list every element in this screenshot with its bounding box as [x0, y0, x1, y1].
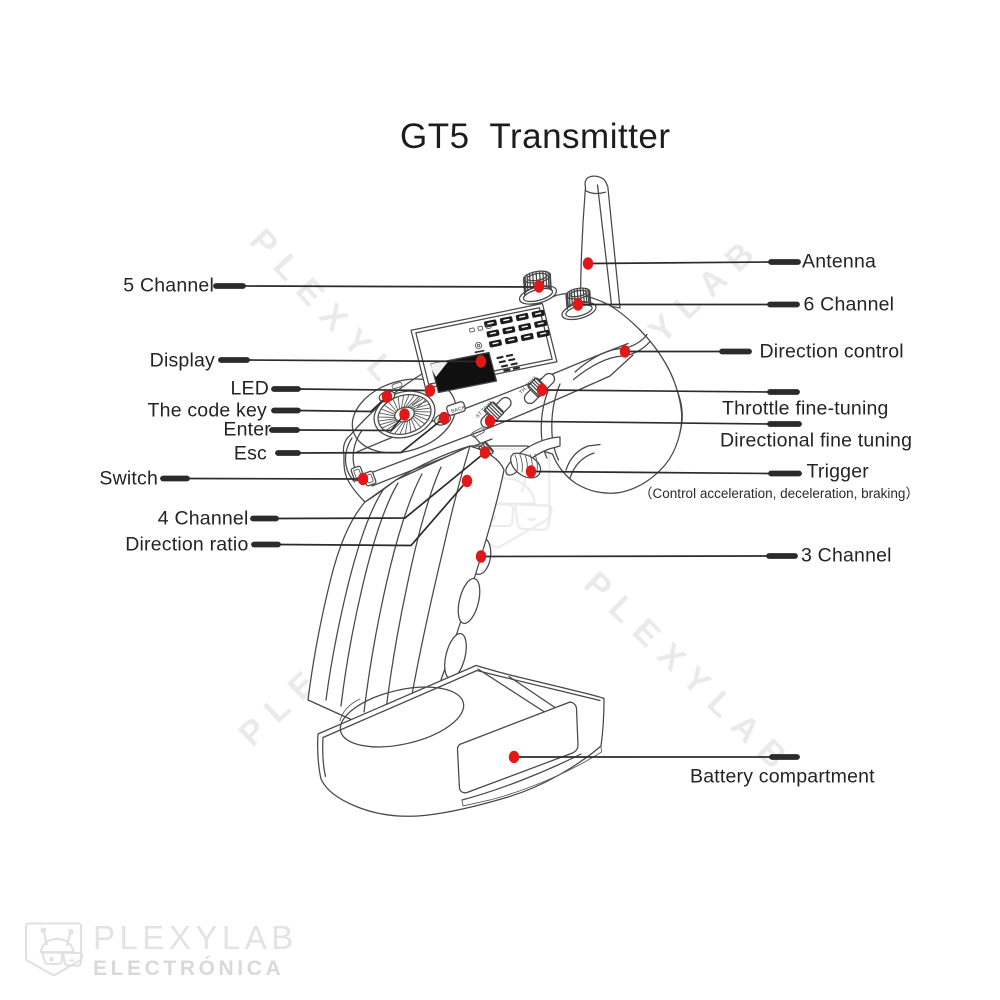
leader-line-esc — [297, 417, 445, 454]
dot-enter — [399, 408, 410, 421]
label-antenna: Antenna — [802, 250, 877, 273]
dot-display — [475, 355, 487, 368]
leader-line-3-channel — [480, 555, 770, 558]
leader-line-antenna — [587, 261, 772, 265]
leader-line-display — [246, 359, 482, 363]
label-3-channel: 3 Channel — [801, 544, 892, 567]
dot-6-channel — [572, 298, 584, 311]
label-throttle-fine-tuning: Throttle fine-tuning — [722, 397, 889, 419]
dot-3-channel — [475, 550, 487, 563]
label-trigger: Trigger — [806, 460, 869, 483]
label-direction-control: Direction control — [759, 340, 904, 363]
leader-line-5-channel — [242, 285, 540, 288]
antenna-drawing — [579, 175, 621, 309]
red-dots — [357, 257, 631, 764]
label-battery-compartment: Battery compartment — [690, 765, 875, 788]
brand-name: PLEXYLAB — [93, 919, 298, 956]
leader-line-4-channel — [275, 451, 486, 520]
leader-lines — [186, 261, 773, 758]
label-5-channel: 5 Channel — [123, 274, 214, 297]
dot-throttle-fine-tuning — [536, 383, 548, 397]
label-trigger-note: （Control acceleration, deceleration, bra… — [639, 485, 919, 501]
leader-line-enter — [296, 413, 406, 432]
dot-code-key — [381, 390, 393, 403]
dot-5-channel — [533, 280, 545, 293]
leader-line-led — [297, 388, 431, 392]
label-led: LED — [230, 377, 269, 400]
watermark-text-wm-4: PLEXYLAB — [576, 564, 802, 784]
back-button-label: BACK — [450, 405, 466, 415]
label-directional-fine-tuning: Directional fine tuning — [720, 429, 913, 452]
knob-5ch-drawing — [518, 270, 558, 305]
dot-4-channel — [479, 446, 491, 459]
dot-direction-ratio — [461, 474, 473, 488]
brand-subtitle: ELECTRÓNICA — [93, 957, 285, 980]
dot-antenna — [582, 257, 594, 270]
leader-line-code-key — [297, 395, 388, 413]
leader-line-switch — [186, 477, 364, 480]
label-esc: Esc — [233, 442, 267, 464]
leader-line-direction-ratio — [277, 480, 468, 547]
label-direction-ratio: Direction ratio — [125, 533, 249, 555]
dot-battery-compartment — [508, 750, 520, 764]
dot-direction-control — [619, 345, 631, 358]
grip-drawing — [307, 445, 505, 730]
brand-logo: PLEXYLAB ELECTRÓNICA — [24, 921, 298, 981]
callout-dashes — [160, 259, 802, 760]
leader-line-directional-fine-tuning — [489, 420, 771, 425]
leader-line-trigger — [530, 470, 772, 475]
keypad-panel-drawing — [410, 302, 558, 394]
page-title: GT5 Transmitter — [400, 117, 671, 156]
leader-line-throttle-fine-tuning — [541, 389, 771, 393]
base-drawing — [317, 664, 605, 817]
transmitter-drawing: BACK ST.TRIM TH.TRIM CH3 — [307, 175, 683, 817]
dot-led — [424, 384, 436, 397]
brand-logo-icon — [25, 922, 84, 977]
dot-switch — [357, 472, 369, 486]
label-code-key: The code key — [147, 399, 267, 421]
dot-esc — [438, 411, 450, 425]
label-display: Display — [149, 349, 215, 371]
label-enter: Enter — [223, 418, 271, 441]
label-4-channel: 4 Channel — [157, 507, 249, 529]
dot-trigger — [525, 465, 537, 478]
dot-directional-fine-tuning — [484, 414, 496, 428]
label-switch: Switch — [99, 467, 158, 489]
label-6-channel: 6 Channel — [803, 293, 895, 316]
